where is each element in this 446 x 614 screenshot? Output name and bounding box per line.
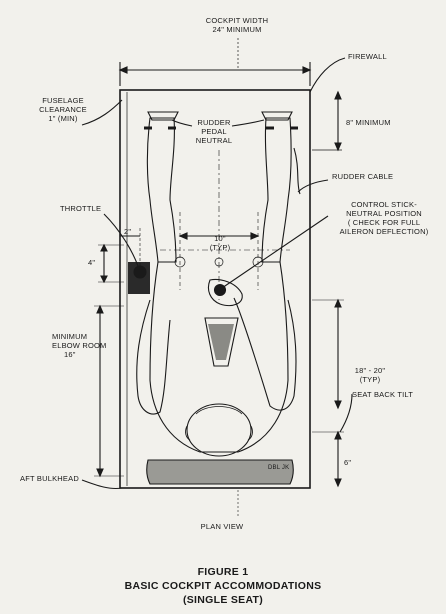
right-leg xyxy=(261,117,292,263)
rudder-pedal-label: RUDDER PEDAL NEUTRAL xyxy=(190,118,238,145)
control-stick-line-4: AILERON DEFLECTION) xyxy=(339,227,429,236)
torso xyxy=(149,261,289,453)
dim-10-line-2: (TYP) xyxy=(209,243,231,252)
figure-number: FIGURE 1 xyxy=(197,566,249,578)
fuselage-clearance-line-1: FUSELAGE xyxy=(42,96,84,105)
dim-18-20-label: 18" - 20" (TYP) xyxy=(346,366,394,384)
control-stick-line-1: CONTROL STICK- xyxy=(351,200,417,209)
dim-6-label: 6" xyxy=(344,458,352,467)
fuselage-clearance-line-2: CLEARANCE xyxy=(39,105,87,114)
control-stick-line-3: ( CHECK FOR FULL xyxy=(347,218,421,227)
firewall-label: FIREWALL xyxy=(348,52,387,61)
dim-10-label: 10" (TYP) xyxy=(204,234,236,252)
seat-back-tilt-label: SEAT BACK TILT xyxy=(352,390,414,399)
control-stick-label: CONTROL STICK- NEUTRAL POSITION ( CHECK … xyxy=(326,200,442,236)
aft-bulkhead-label: AFT BULKHEAD xyxy=(20,474,79,483)
dim-2-label: 2" xyxy=(124,227,132,236)
fuselage-clearance-line-3: 1" (MIN) xyxy=(48,114,78,123)
fuselage-clearance-label: FUSELAGE CLEARANCE 1" (MIN) xyxy=(32,96,94,123)
throttle-label: THROTTLE xyxy=(60,204,102,213)
rudder-pedal-line-2: PEDAL xyxy=(201,127,227,136)
rudder-cable-label: RUDDER CABLE xyxy=(332,172,394,181)
cockpit-width-line-2: 24" MINIMUM xyxy=(212,25,262,34)
control-stick-leader xyxy=(221,215,329,289)
elbow-room-line-2: ELBOW ROOM xyxy=(52,341,107,350)
elbow-room-label: MINIMUM ELBOW ROOM 16" xyxy=(52,332,107,359)
dim-18-20-line-2: (TYP) xyxy=(359,375,381,384)
left-leg xyxy=(146,117,177,263)
throttle-leader xyxy=(103,213,139,267)
dim-18-20-line-1: 18" - 20" xyxy=(354,366,386,375)
cockpit-width-label: COCKPIT WIDTH 24" MINIMUM xyxy=(200,16,274,34)
aft-bulkhead-leader xyxy=(81,479,123,490)
seat-back xyxy=(146,459,294,485)
right-arm xyxy=(233,297,297,411)
elbow-room-line-3: 16" xyxy=(64,350,76,359)
elbow-room-line-1: MINIMUM xyxy=(52,332,88,341)
throttle-knob xyxy=(133,265,147,279)
figure-subtitle: (SINGLE SEAT) xyxy=(182,594,264,606)
rudder-pedal-line-3: NEUTRAL xyxy=(195,136,233,145)
rudder-cable xyxy=(293,147,301,195)
cockpit-outline xyxy=(119,89,311,489)
rudder-pedal-line-1: RUDDER xyxy=(197,118,231,127)
rudder-pedal-right xyxy=(261,111,293,121)
left-arm xyxy=(136,299,171,415)
dim-4-label: 4" xyxy=(88,258,96,267)
pilot-head xyxy=(186,403,252,457)
cockpit-width-line-1: COCKPIT WIDTH xyxy=(205,16,269,25)
plan-view-label: PLAN VIEW xyxy=(200,522,244,531)
control-stick-line-2: NEUTRAL POSITION xyxy=(346,209,422,218)
signature-label: DBL JK xyxy=(268,465,290,471)
figure-title: BASIC COCKPIT ACCOMMODATIONS xyxy=(124,580,322,592)
dim-10-line-1: 10" xyxy=(214,234,226,243)
min-8-label: 8" MINIMUM xyxy=(346,118,391,127)
firewall-leader xyxy=(309,57,346,93)
